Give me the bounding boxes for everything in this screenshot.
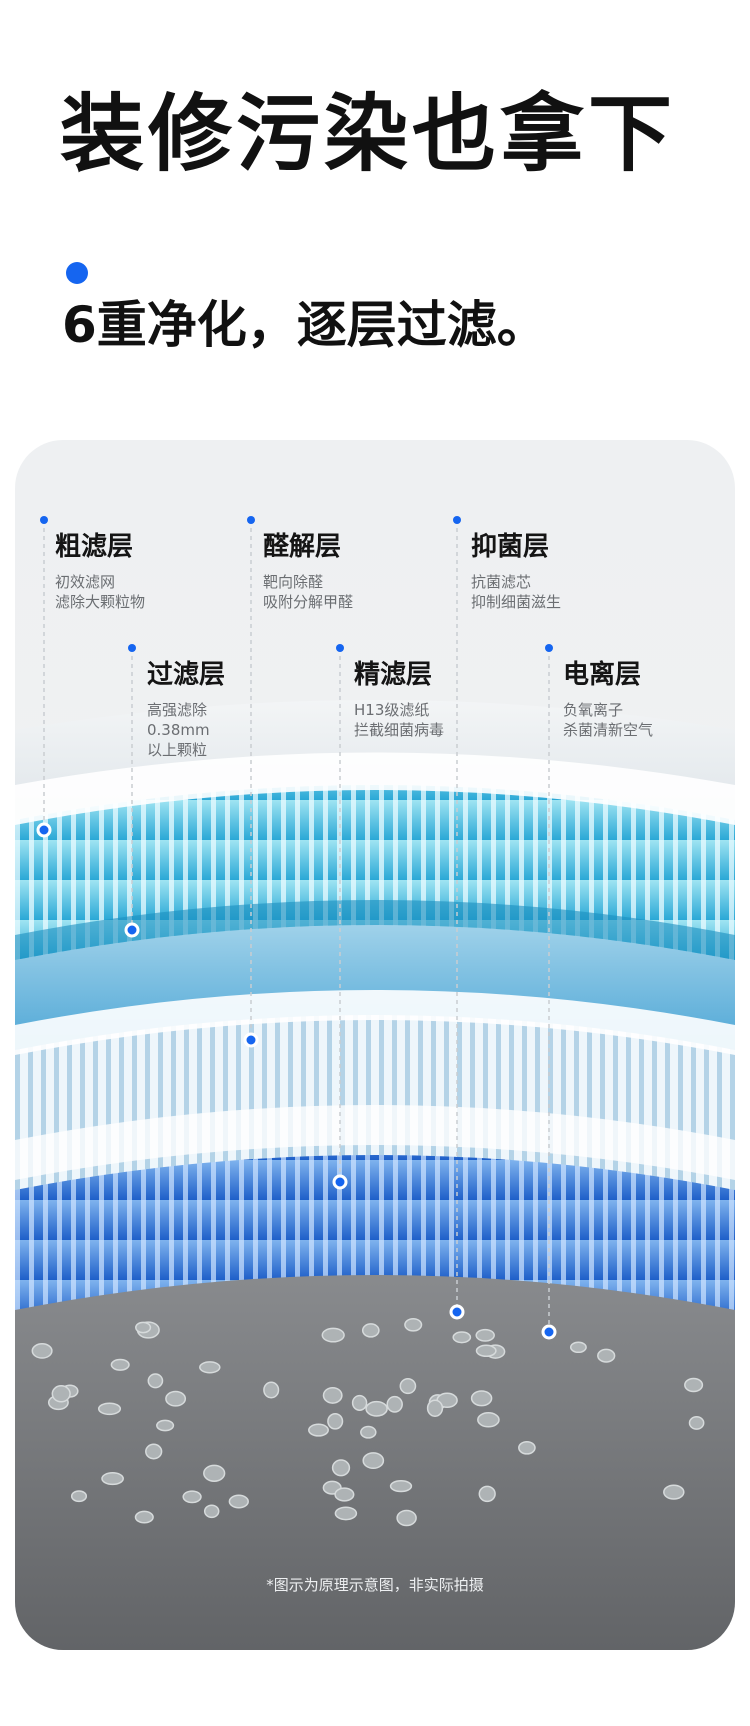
layer-label-antibacterial: 抑菌层 抗菌滤芯 抑制细菌滋生	[471, 534, 671, 612]
layer-title: 过滤层	[147, 660, 226, 690]
dust-particle	[31, 1343, 53, 1359]
layer-title: 粗滤层	[55, 532, 134, 562]
dust-particle	[426, 1399, 444, 1417]
layer-title: 抑菌层	[471, 532, 550, 562]
layer-title: 精滤层	[354, 660, 433, 690]
layer-desc: 负氧离子 杀菌清新空气	[563, 701, 654, 739]
dust-particle	[362, 1452, 385, 1470]
dust-particle	[70, 1490, 88, 1503]
layer-label-coarse: 粗滤层 初效滤网 滤除大颗粒物	[55, 534, 255, 612]
dust-particle	[134, 1510, 154, 1524]
dust-particle	[147, 1373, 164, 1389]
dust-particle	[399, 1378, 417, 1395]
dust-particle	[263, 1381, 280, 1399]
layer-desc: 初效滤网 滤除大颗粒物	[55, 573, 146, 611]
layer-label-fine: 精滤层 H13级滤纸 拦截细菌病毒	[354, 662, 554, 740]
layer-title: 醛解层	[263, 532, 342, 562]
layer-desc: 靶向除醛 吸附分解甲醛	[263, 573, 354, 611]
dust-particle	[470, 1390, 493, 1407]
dust-particle	[199, 1361, 221, 1374]
dust-particle	[569, 1341, 587, 1354]
dust-particle	[478, 1485, 496, 1503]
dust-particle	[396, 1509, 417, 1527]
dust-particle	[475, 1344, 497, 1358]
layer-desc: 高强滤除 0.38mm 以上颗粒	[147, 701, 210, 759]
dust-particle	[203, 1464, 226, 1482]
dust-particle	[452, 1331, 472, 1344]
subheadline: 6重净化，逐层过滤。	[62, 296, 547, 354]
filter-diagram-panel: 粗滤层 初效滤网 滤除大颗粒物 过滤层 高强滤除 0.38mm 以上颗粒 醛解层…	[15, 440, 735, 1650]
dust-particle	[321, 1327, 345, 1343]
dust-particle	[327, 1412, 344, 1430]
dust-particle	[334, 1506, 358, 1521]
dust-particle	[477, 1412, 500, 1428]
dust-particle	[386, 1395, 403, 1413]
dust-particle	[518, 1440, 536, 1455]
dust-particle	[165, 1390, 187, 1407]
dust-particle	[322, 1386, 343, 1404]
dust-particle	[361, 1323, 380, 1338]
layer-label-ionization: 电离层 负氧离子 杀菌清新空气	[563, 662, 735, 740]
layer-desc: 抗菌滤芯 抑制细菌滋生	[471, 573, 562, 611]
dust-particle	[156, 1419, 175, 1432]
dust-particle	[360, 1425, 377, 1439]
dust-particle	[228, 1494, 249, 1509]
dust-particle	[688, 1415, 705, 1430]
layer-label-formaldehyde: 醛解层 靶向除醛 吸附分解甲醛	[263, 534, 463, 612]
layer-label-filter: 过滤层 高强滤除 0.38mm 以上颗粒	[147, 662, 347, 760]
dust-particle	[97, 1402, 122, 1416]
filter-layers-illustration	[15, 516, 735, 1650]
dust-particle	[389, 1479, 413, 1493]
layer-desc: H13级滤纸 拦截细菌病毒	[354, 701, 445, 739]
dust-particle	[308, 1423, 329, 1437]
dust-particle	[145, 1443, 163, 1460]
bullet-dot	[66, 262, 88, 284]
dust-particle	[182, 1490, 202, 1504]
dust-particle	[684, 1377, 704, 1393]
dust-particle	[203, 1504, 220, 1519]
disclaimer-footnote: *图示为原理示意图，非实际拍摄	[266, 1576, 484, 1594]
dust-particle	[331, 1459, 351, 1477]
dust-particle	[101, 1472, 124, 1486]
dust-particle	[475, 1328, 495, 1342]
dust-particle	[110, 1358, 130, 1371]
dust-particle	[365, 1400, 388, 1417]
dust-particle	[135, 1321, 152, 1334]
dust-particle	[663, 1484, 685, 1500]
dust-particle	[597, 1348, 616, 1363]
dust-particle	[334, 1487, 355, 1502]
layer-title: 电离层	[563, 660, 642, 690]
dust-particle	[351, 1394, 368, 1411]
dust-particle	[51, 1385, 71, 1403]
headline: 装修污染也拿下	[60, 85, 677, 183]
dust-particle	[404, 1317, 423, 1332]
